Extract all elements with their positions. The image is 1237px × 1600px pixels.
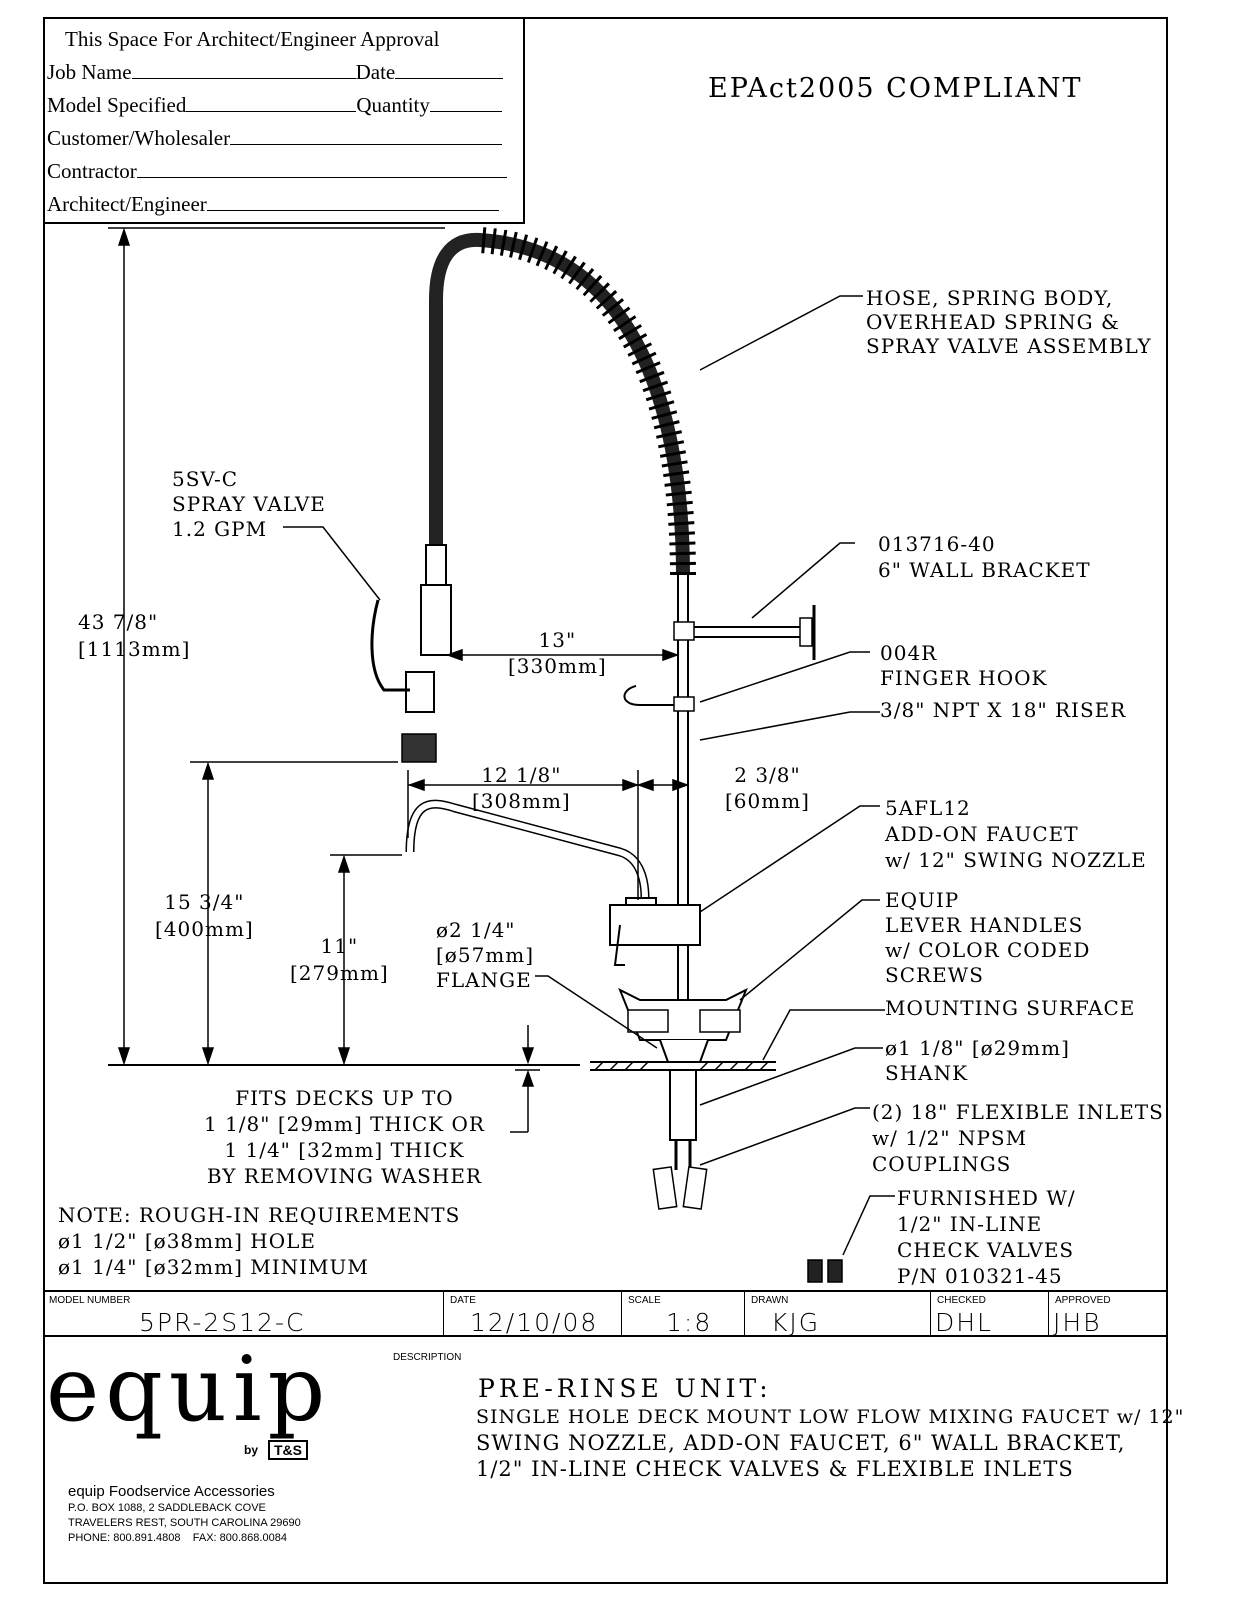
equip-logo: equip (46, 1337, 332, 1442)
approval-box: This Space For Architect/Engineer Approv… (43, 17, 525, 224)
dim-offset: 2 3/8"[60mm] (725, 763, 810, 813)
scale-cell: SCALE 1:8 (621, 1292, 745, 1337)
company-phone: PHONE: 800.891.4808 FAX: 800.868.0084 (68, 1532, 287, 1544)
drawn-cell: DRAWN KJG (744, 1292, 931, 1337)
approved-cell: APPROVED JHB (1048, 1292, 1167, 1337)
callout-flange: ø2 1/4"[ø57mm]FLANGE (436, 918, 535, 992)
dim-spout-height: 11"[279mm] (290, 934, 389, 985)
dim-nozzle-reach: 12 1/8"[308mm] (472, 763, 571, 813)
approval-heading: This Space For Architect/Engineer Approv… (65, 27, 440, 51)
dim-overall-height: 43 7/8"[1113mm] (78, 610, 191, 661)
callout-mounting-surface: MOUNTING SURFACE (885, 996, 1136, 1020)
date-value: 12/10/08 (470, 1308, 599, 1337)
logo-by: by (244, 1443, 259, 1457)
ts-logo: T&S (268, 1440, 308, 1460)
model-number: 5PR-2S12-C (139, 1308, 306, 1337)
model-cell: MODEL NUMBER 5PR-2S12-C (49, 1295, 306, 1337)
approved-value: JHB (1053, 1308, 1102, 1337)
callout-shank: ø1 1/8" [ø29mm]SHANK (885, 1036, 1070, 1085)
drawn-value: KJG (771, 1308, 821, 1337)
dim-reach-13: 13"[330mm] (508, 628, 607, 678)
checked-value: DHL (935, 1308, 993, 1337)
callout-hose: HOSE, SPRING BODY,OVERHEAD SPRING &SPRAY… (866, 286, 1152, 358)
drawing-frame (43, 17, 1168, 1584)
company-name: equip Foodservice Accessories (68, 1483, 275, 1500)
date-cell: DATE 12/10/08 (443, 1292, 622, 1337)
company-address-1: P.O. BOX 1088, 2 SADDLEBACK COVE (68, 1502, 266, 1514)
customer-field[interactable]: Customer/Wholesaler (47, 126, 503, 151)
compliance-label: EPAct2005 COMPLIANT (708, 73, 1083, 104)
description-title: PRE-RINSE UNIT: (478, 1374, 772, 1403)
checked-cell: CHECKED DHL (930, 1292, 1049, 1337)
company-address-2: TRAVELERS REST, SOUTH CAROLINA 29690 (68, 1517, 301, 1529)
scale-value: 1:8 (666, 1308, 713, 1337)
description-caption: DESCRIPTION (393, 1352, 462, 1363)
dim-nozzle-height: 15 3/4"[400mm] (155, 890, 254, 941)
architect-field[interactable]: Architect/Engineer (47, 192, 499, 217)
contractor-field[interactable]: Contractor (47, 159, 507, 184)
description-body: SINGLE HOLE DECK MOUNT LOW FLOW MIXING F… (476, 1406, 1185, 1481)
callout-riser: 3/8" NPT X 18" RISER (880, 698, 1127, 722)
title-block: MODEL NUMBER 5PR-2S12-C DATE 12/10/08 SC… (43, 1290, 1168, 1337)
